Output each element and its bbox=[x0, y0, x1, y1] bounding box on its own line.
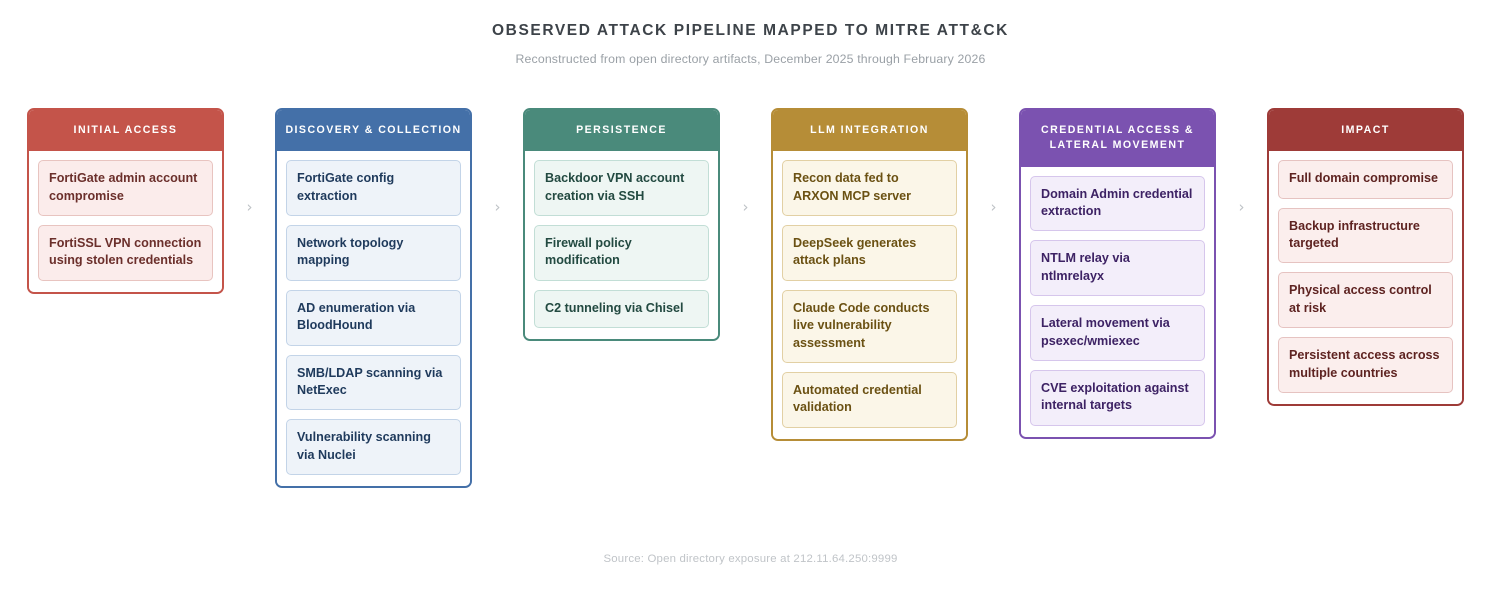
stage-connector: › bbox=[1216, 108, 1267, 215]
step-item[interactable]: AD enumeration via BloodHound bbox=[286, 289, 461, 346]
chevron-right-icon: › bbox=[990, 198, 997, 216]
step-item[interactable]: C2 tunneling via Chisel bbox=[534, 289, 709, 329]
stage-header-impact: IMPACT bbox=[1269, 110, 1462, 152]
stage-header-persistence: PERSISTENCE bbox=[525, 110, 718, 152]
step-item[interactable]: FortiSSL VPN connection using stolen cre… bbox=[38, 225, 213, 281]
step-item[interactable]: Backdoor VPN account creation via SSH bbox=[534, 160, 709, 217]
stage-header-credential-access-lateral-movement: CREDENTIAL ACCESS & LATERAL MOVEMENT bbox=[1021, 110, 1214, 167]
step-item[interactable]: Recon data fed to ARXON MCP server bbox=[782, 160, 957, 217]
step-item[interactable]: Automated credential validation bbox=[782, 371, 957, 428]
step-item[interactable]: Network topology mapping bbox=[286, 225, 461, 281]
page-title: OBSERVED ATTACK PIPELINE MAPPED TO MITRE… bbox=[492, 22, 1009, 39]
step-item[interactable]: SMB/LDAP scanning via NetExec bbox=[286, 354, 461, 411]
step-item[interactable]: FortiGate admin account compromise bbox=[38, 160, 213, 217]
stage-header-llm-integration: LLM INTEGRATION bbox=[773, 110, 966, 152]
stage-body-persistence: Backdoor VPN account creation via SSH Fir… bbox=[525, 151, 718, 340]
step-item[interactable]: Firewall policy modification bbox=[534, 225, 709, 281]
page-subtitle: Reconstructed from open directory artifa… bbox=[515, 51, 986, 66]
source-note: Source: Open directory exposure at 212.1… bbox=[603, 553, 898, 565]
stage-header-initial-access: INITIAL ACCESS bbox=[29, 110, 222, 152]
stage-connector: › bbox=[968, 108, 1019, 215]
stage-header-discovery-collection: DISCOVERY & COLLECTION bbox=[277, 110, 470, 152]
step-item[interactable]: Domain Admin credential extraction bbox=[1030, 175, 1205, 232]
chevron-right-icon: › bbox=[246, 198, 253, 216]
step-item[interactable]: Claude Code conducts live vulnerability … bbox=[782, 289, 957, 363]
step-item[interactable]: NTLM relay via ntlmrelayx bbox=[1030, 240, 1205, 297]
step-item[interactable]: FortiGate config extraction bbox=[286, 160, 461, 217]
step-item[interactable]: CVE exploitation against internal target… bbox=[1030, 369, 1205, 426]
chevron-right-icon: › bbox=[1238, 198, 1245, 216]
chevron-right-icon: › bbox=[494, 198, 501, 216]
step-item[interactable]: Backup infrastructure targeted bbox=[1278, 207, 1453, 264]
step-item[interactable]: Full domain compromise bbox=[1278, 160, 1453, 199]
stage-connector: › bbox=[720, 108, 771, 215]
chart-header: OBSERVED ATTACK PIPELINE MAPPED TO MITRE… bbox=[0, 0, 1501, 66]
chevron-right-icon: › bbox=[742, 198, 749, 216]
step-item[interactable]: Vulnerability scanning via Nuclei bbox=[286, 419, 461, 476]
step-item[interactable]: DeepSeek generates attack plans bbox=[782, 225, 957, 281]
step-item[interactable]: Lateral movement via psexec/wmiexec bbox=[1030, 305, 1205, 361]
step-item[interactable]: Persistent access across multiple countr… bbox=[1278, 337, 1453, 393]
stage-connector: › bbox=[472, 108, 523, 215]
step-item[interactable]: Physical access control at risk bbox=[1278, 272, 1453, 329]
stage-connector: › bbox=[224, 108, 275, 215]
